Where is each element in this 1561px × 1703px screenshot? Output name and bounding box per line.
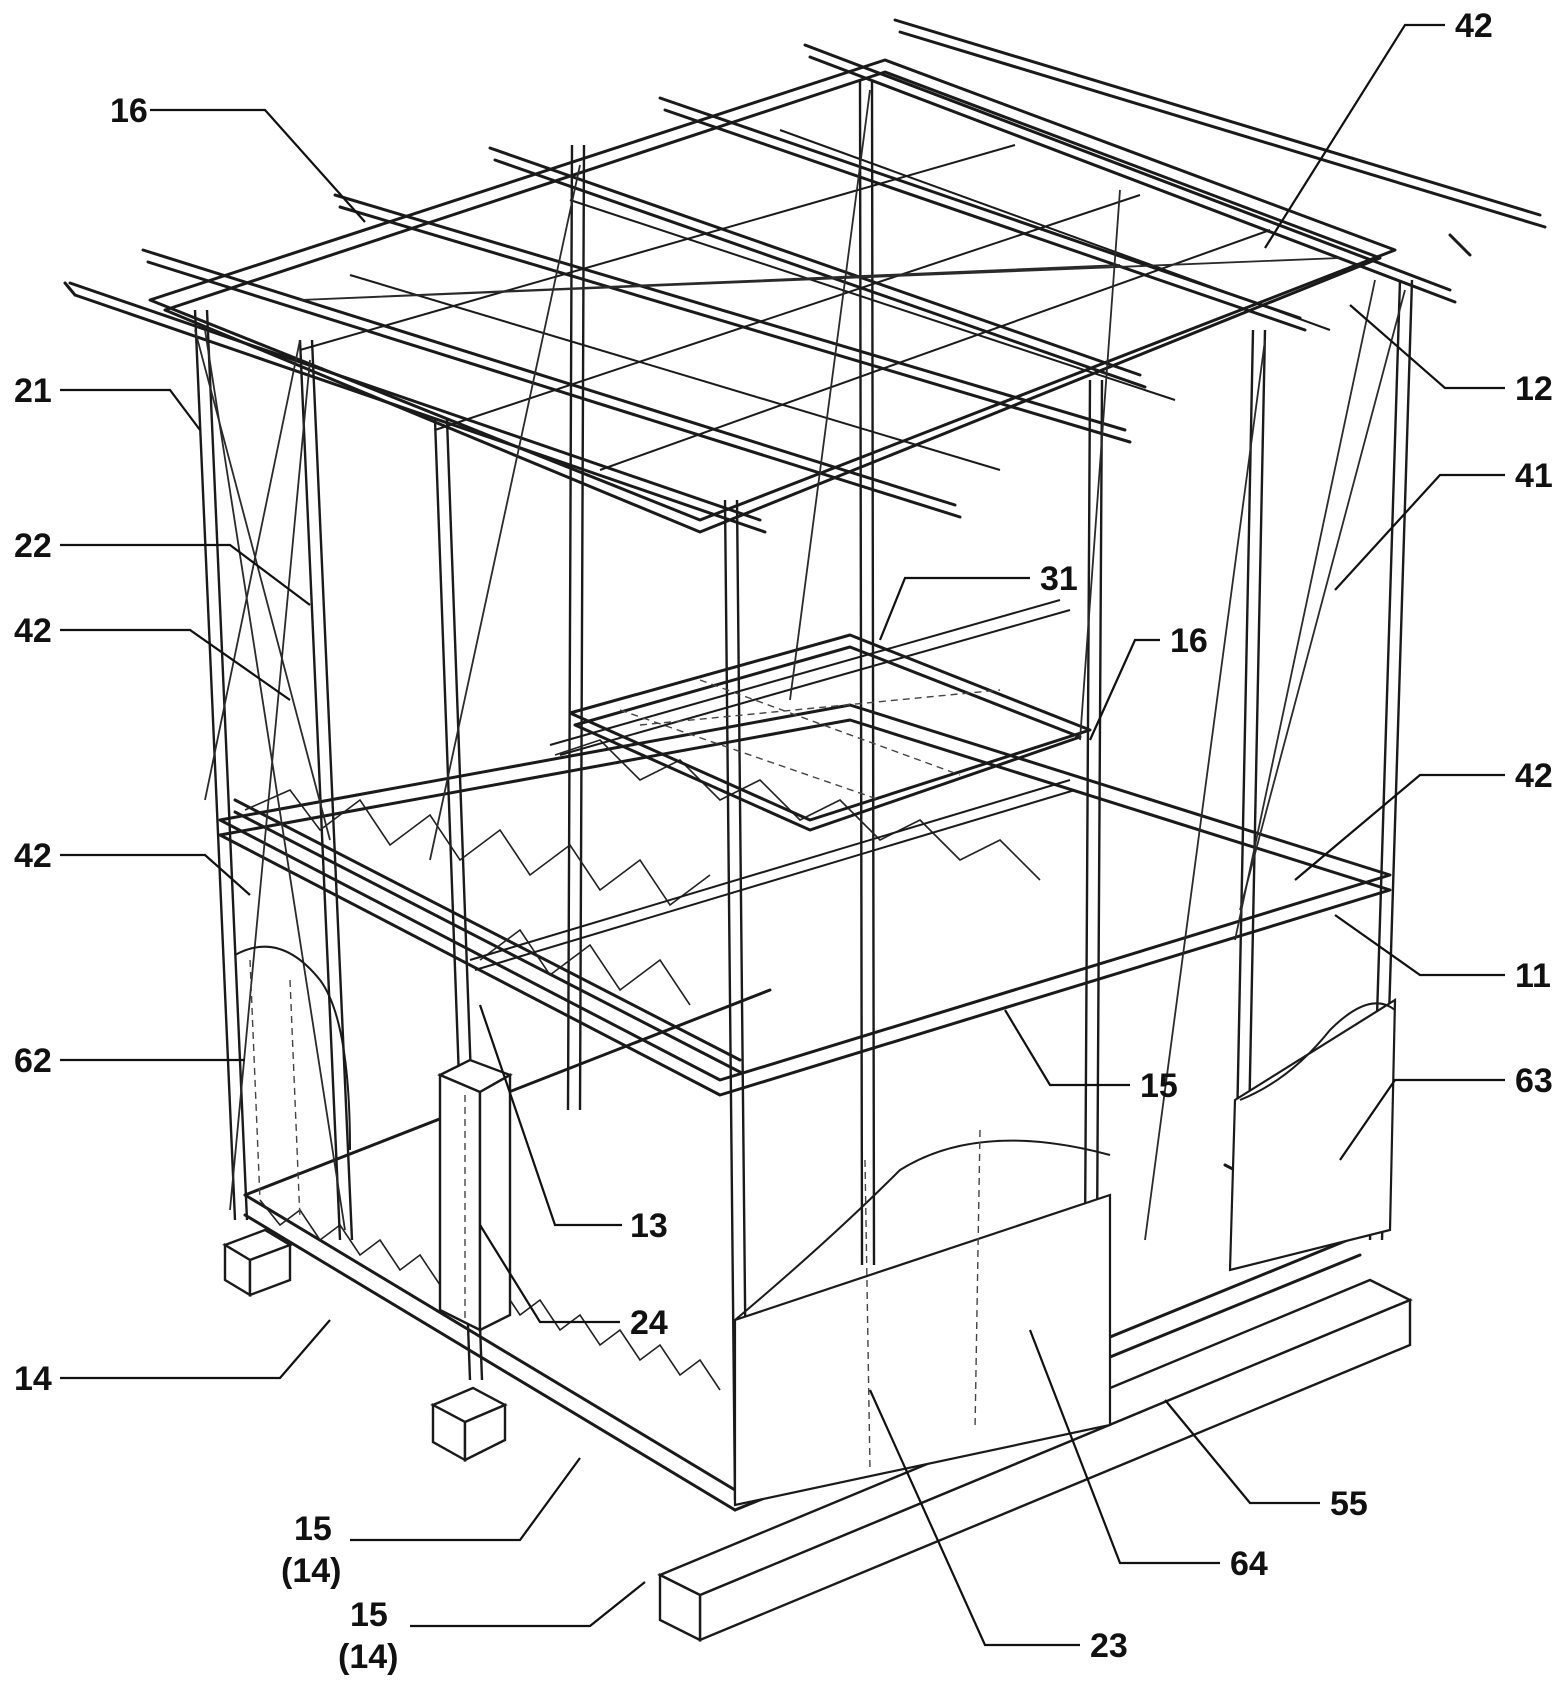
label-22: 22 <box>14 527 52 565</box>
mid-floor-trusses <box>244 599 1076 1006</box>
middle-floor-frame <box>218 703 1392 1097</box>
panel-64 <box>733 1129 1112 1507</box>
label-14-bottom-b: (14) <box>338 1638 398 1676</box>
label-42-top-right: 42 <box>1455 7 1493 45</box>
label-12: 12 <box>1515 370 1553 408</box>
label-41: 41 <box>1515 457 1553 495</box>
callout-labels: 42 16 12 21 41 22 31 16 42 42 42 11 62 1… <box>14 7 1553 1676</box>
upper-platform <box>568 633 1092 832</box>
label-21: 21 <box>14 372 52 410</box>
label-13: 13 <box>630 1207 668 1245</box>
panel-63 <box>1228 997 1397 1272</box>
label-42-left-upper: 42 <box>14 612 52 650</box>
label-42-right-mid: 42 <box>1515 757 1553 795</box>
label-15-bottom-b: 15 <box>350 1596 388 1634</box>
label-63: 63 <box>1515 1062 1553 1100</box>
label-31: 31 <box>1040 560 1078 598</box>
label-64: 64 <box>1230 1545 1268 1583</box>
label-16-mid: 16 <box>1170 622 1208 660</box>
label-14: 14 <box>14 1360 52 1398</box>
tower-24 <box>437 1058 513 1332</box>
label-11: 11 <box>1515 957 1551 995</box>
label-15-bottom-a: 15 <box>294 1510 332 1548</box>
label-55: 55 <box>1330 1485 1368 1523</box>
label-62: 62 <box>14 1042 52 1080</box>
label-23: 23 <box>1090 1627 1128 1665</box>
foot-blocks <box>222 1228 508 1463</box>
label-15-mid: 15 <box>1140 1067 1178 1105</box>
leader-lines <box>60 23 1505 1647</box>
label-24: 24 <box>630 1304 668 1342</box>
roof-purlins <box>63 18 1547 534</box>
label-16-top: 16 <box>110 92 148 130</box>
panel-62 <box>234 945 351 1221</box>
label-42-left-lower: 42 <box>14 837 52 875</box>
x-bracing <box>194 89 1406 1241</box>
label-14-bottom-a: (14) <box>281 1552 341 1590</box>
roof-tie-rods <box>299 257 1341 301</box>
